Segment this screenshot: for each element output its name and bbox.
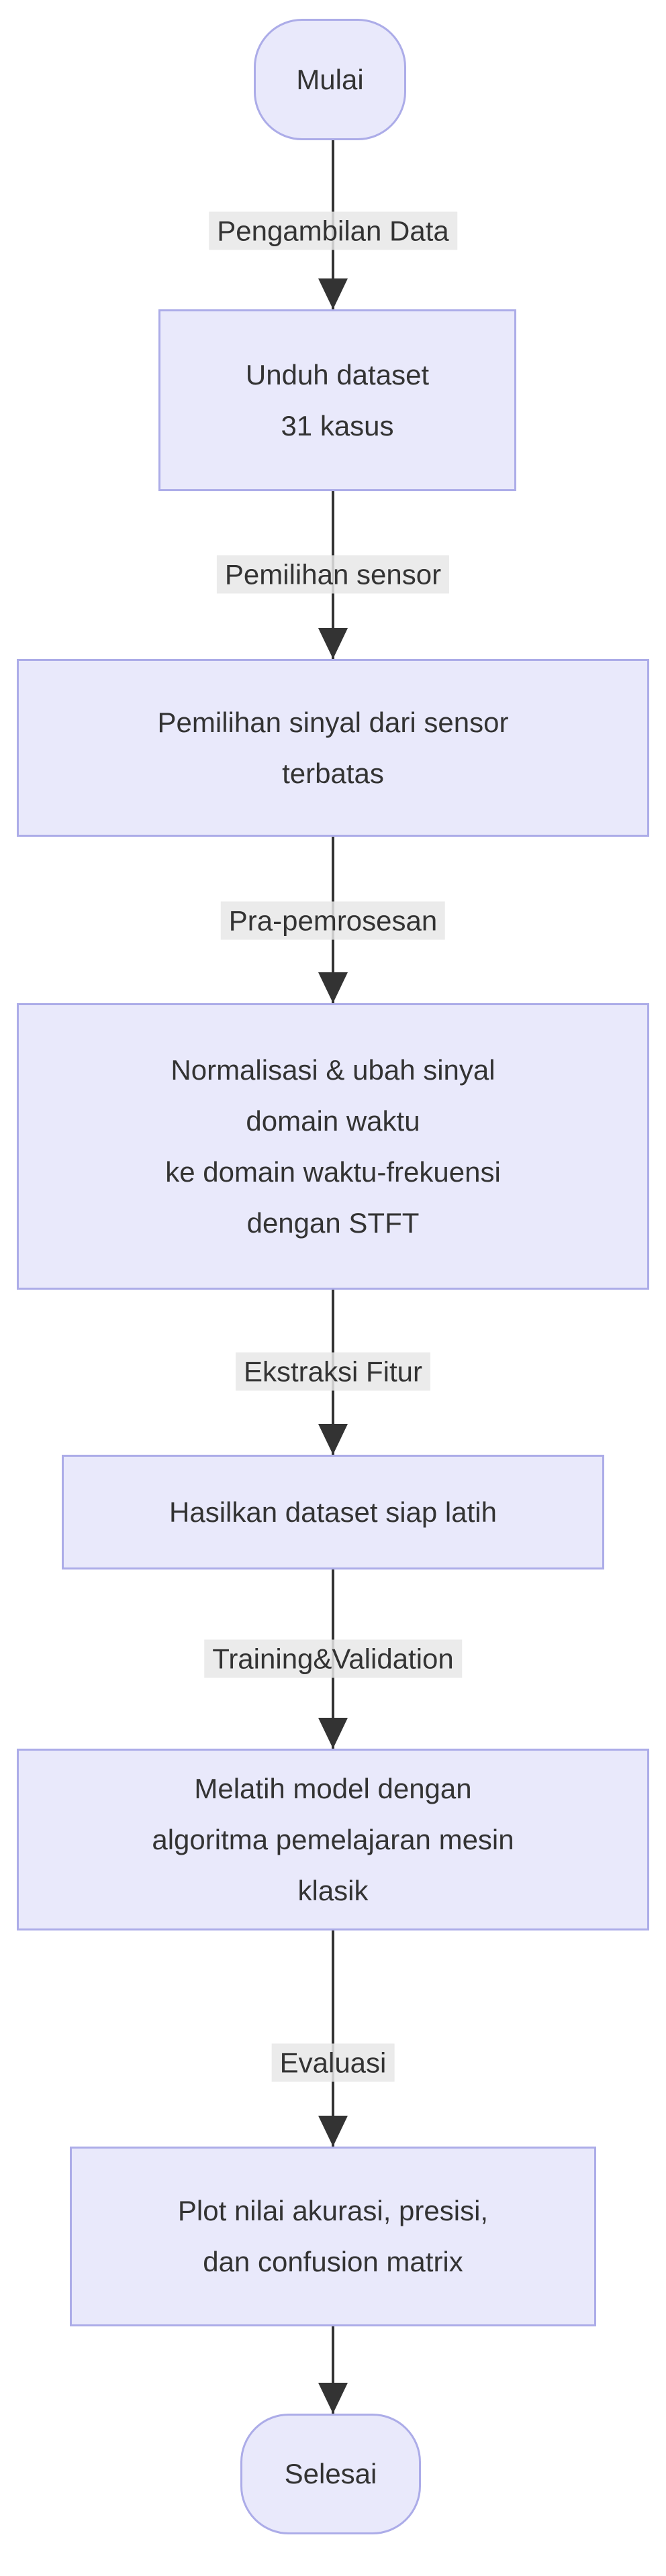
node-label: terbatas [282, 757, 384, 789]
process-node-dataset-siap-latih: Hasilkan dataset siap latih [62, 1455, 604, 1569]
node-label: klasik [297, 1874, 369, 1906]
node-label: ke domain waktu-frekuensi [165, 1155, 501, 1188]
arrow-down-icon [318, 278, 348, 309]
edge-label-pra-pemrosesan: Pra-pemrosesan [220, 901, 446, 940]
node-label: Selesai [284, 2458, 377, 2489]
process-node-melatih-model: Melatih model dengan algoritma pemelajar… [17, 1749, 649, 1930]
node-label: Hasilkan dataset siap latih [169, 1496, 497, 1528]
edge-label-pemilihan-sensor: Pemilihan sensor [216, 555, 450, 594]
node-label: 31 kasus [281, 409, 394, 442]
arrow-down-icon [318, 2116, 348, 2147]
node-label: Pemilihan sinyal dari sensor [157, 706, 509, 738]
arrow-down-icon [318, 1718, 348, 1749]
node-label: algoritma pemelajaran mesin [152, 1823, 514, 1855]
arrow-down-icon [318, 628, 348, 659]
node-label: Mulai [296, 63, 364, 95]
node-label: dan confusion matrix [203, 2246, 463, 2277]
edge-label-training-validation: Training&Validation [204, 1639, 462, 1678]
edge-label-evaluasi: Evaluasi [271, 2043, 395, 2082]
edge-label-ekstraksi-fitur: Ekstraksi Fitur [235, 1352, 431, 1391]
end-node-selesai: Selesai [240, 2414, 421, 2534]
node-label: dengan STFT [246, 1206, 420, 1239]
start-node-mulai: Mulai [254, 19, 406, 140]
node-label: Unduh dataset [245, 358, 430, 391]
node-label: domain waktu [246, 1104, 420, 1137]
edge-label-pengambilan-data: Pengambilan Data [209, 211, 457, 250]
arrow-down-icon [318, 1424, 348, 1455]
node-label: Plot nilai akurasi, presisi, [177, 2195, 489, 2226]
process-node-normalisasi-stft: Normalisasi & ubah sinyal domain waktu k… [17, 1003, 649, 1290]
node-label: Normalisasi & ubah sinyal [171, 1053, 495, 1086]
arrow-down-icon [318, 972, 348, 1003]
process-node-pemilihan-sinyal: Pemilihan sinyal dari sensor terbatas [17, 659, 649, 837]
process-node-unduh-dataset: Unduh dataset 31 kasus [158, 309, 516, 491]
process-node-plot-evaluasi: Plot nilai akurasi, presisi, dan confusi… [70, 2147, 596, 2326]
node-label: Melatih model dengan [194, 1772, 472, 1804]
arrow-down-icon [318, 2383, 348, 2414]
